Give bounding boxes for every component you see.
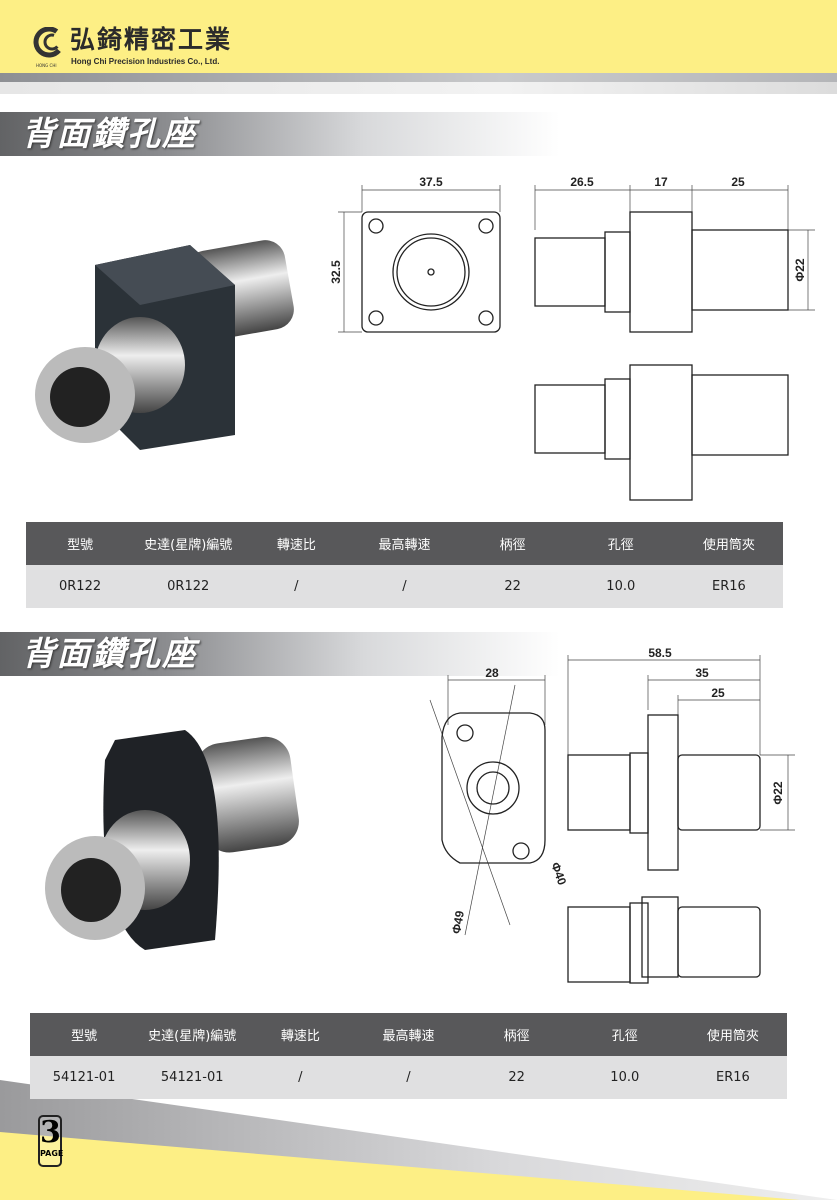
col-header: 柄徑 xyxy=(458,522,567,565)
product-image-2 xyxy=(45,730,299,950)
col-header: 孔徑 xyxy=(566,522,675,565)
col-header: 使用筒夾 xyxy=(678,1013,787,1056)
technical-drawing-1: 37.5 32.5 26.5 17 25 Φ22 xyxy=(329,175,815,501)
cell: 10.0 xyxy=(570,1056,679,1099)
dim-len1: 58.5 xyxy=(648,646,672,660)
col-header: 最高轉速 xyxy=(354,1013,463,1056)
col-header: 型號 xyxy=(30,1013,139,1056)
col-header: 轉速比 xyxy=(246,1013,355,1056)
dim-dia: Φ22 xyxy=(793,258,807,282)
cell: 54121-01 xyxy=(30,1056,139,1099)
header-divider xyxy=(0,73,837,82)
col-header: 柄徑 xyxy=(462,1013,571,1056)
dim-len2: 17 xyxy=(654,175,668,189)
cell: / xyxy=(354,1056,463,1099)
dim-len3: 25 xyxy=(711,686,725,700)
cell: ER16 xyxy=(678,1056,787,1099)
dim-len1: 26.5 xyxy=(570,175,594,189)
page-label: PAGE xyxy=(40,1149,64,1158)
header-divider-light xyxy=(0,82,837,94)
table-header-row: 型號史達(星牌)編號轉速比最高轉速柄徑孔徑使用筒夾 xyxy=(26,522,783,565)
section-title-bar: 背面鑽孔座 xyxy=(0,632,560,676)
cell: 22 xyxy=(462,1056,571,1099)
cell: ER16 xyxy=(674,565,783,608)
dim-height: 32.5 xyxy=(329,260,343,284)
page-number: 3 xyxy=(40,1115,61,1150)
product-image-1 xyxy=(35,240,294,450)
col-header: 史達(星牌)編號 xyxy=(138,1013,247,1056)
cell: 10.0 xyxy=(566,565,675,608)
dim-d49: Φ49 xyxy=(449,909,467,935)
header-band xyxy=(0,0,837,73)
dim-len2: 35 xyxy=(695,666,709,680)
col-header: 型號 xyxy=(26,522,135,565)
table-header-row: 型號史達(星牌)編號轉速比最高轉速柄徑孔徑使用筒夾 xyxy=(30,1013,787,1056)
col-header: 使用筒夾 xyxy=(674,522,783,565)
logo-text: HONG CHI xyxy=(36,63,57,68)
company-name-en: Hong Chi Precision Industries Co., Ltd. xyxy=(71,57,220,66)
dim-d40: Φ40 xyxy=(548,860,569,887)
dim-len3: 25 xyxy=(731,175,745,189)
cell: / xyxy=(246,1056,355,1099)
col-header: 最高轉速 xyxy=(350,522,459,565)
cell: 22 xyxy=(458,565,567,608)
cell: 54121-01 xyxy=(138,1056,247,1099)
dim-dia: Φ22 xyxy=(771,781,785,805)
company-name-cn: 弘錡精密工業 xyxy=(70,25,233,54)
cell: / xyxy=(350,565,459,608)
col-header: 孔徑 xyxy=(570,1013,679,1056)
company-logo-icon xyxy=(33,27,65,58)
dim-width: 37.5 xyxy=(419,175,443,189)
section-title: 背面鑽孔座 xyxy=(22,114,197,153)
technical-drawing-2: 28 Φ49 Φ40 58.5 35 25 Φ22 xyxy=(429,646,795,984)
cell: 0R122 xyxy=(134,565,243,608)
section-title-bar: 背面鑽孔座 xyxy=(0,112,560,156)
col-header: 史達(星牌)編號 xyxy=(134,522,243,565)
section-title: 背面鑽孔座 xyxy=(22,634,197,673)
col-header: 轉速比 xyxy=(242,522,351,565)
cell: / xyxy=(242,565,351,608)
cell: 0R122 xyxy=(26,565,135,608)
dim-width: 28 xyxy=(485,666,499,680)
